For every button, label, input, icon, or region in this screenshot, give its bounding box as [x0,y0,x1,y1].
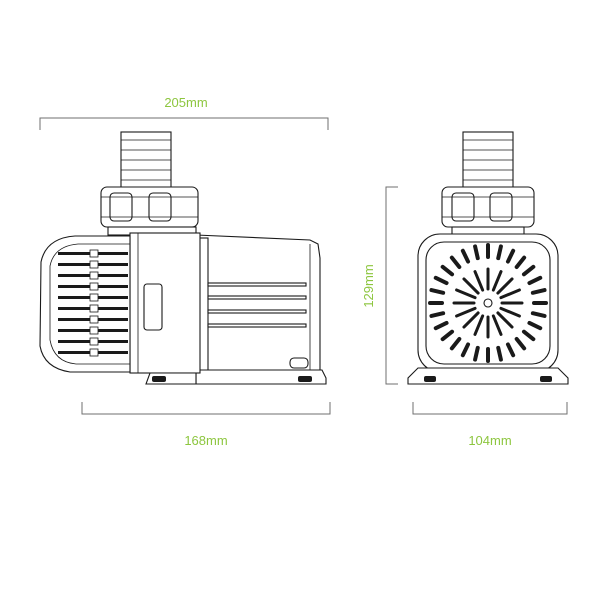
front-outer-slot [530,288,547,295]
side-center-block [129,232,201,385]
side-hose-barb [120,131,172,189]
front-outer-slot [521,329,536,342]
front-base [407,367,569,385]
front-outer-slot [449,336,462,351]
front-inner-slot [473,270,485,292]
front-inner-slot [499,306,521,318]
front-outer-slot [505,342,516,358]
side-intake-tab [89,315,99,324]
body-length-dimension-line [81,402,331,415]
side-intake-tab [89,337,99,346]
overall-length-dimension-line [39,117,329,130]
front-union-nut [441,186,535,228]
front-inner-slot [455,288,477,300]
front-inner-slot [473,314,485,336]
front-outer-slot [527,320,543,331]
body-length-label: 168mm [184,433,227,448]
front-inner-slot [491,270,503,292]
front-outer-slot [473,345,480,362]
front-hose-barb [462,131,514,189]
front-outer-slot [440,264,455,277]
width-label: 104mm [468,433,511,448]
front-outer-slot [530,311,547,318]
side-intake-tab [89,293,99,302]
front-outer-slot [505,248,516,264]
front-outer-slot [449,255,462,270]
front-inner-slot [491,314,503,336]
side-intake-tab [89,282,99,291]
side-intake-cage [39,235,131,373]
front-outer-slot [433,275,449,286]
front-inner-slot [462,311,480,329]
pump-front-view [407,131,569,385]
front-outer-slot [440,329,455,342]
side-intake-tab [89,348,99,357]
front-inner-slot [455,306,477,318]
side-intake-tab [89,304,99,313]
front-outer-slot [460,248,471,264]
front-outer-slot [433,320,449,331]
front-inner-slot [499,288,521,300]
front-intake-body [417,233,559,373]
front-inner-slot [462,277,480,295]
front-inner-slot [496,277,514,295]
width-dimension-line [412,402,568,415]
pump-side-view [39,131,327,385]
side-union-nut [100,186,199,228]
side-motor-housing [195,234,321,373]
front-inner-slot [496,311,514,329]
dimension-lines [39,117,568,415]
front-outer-slot [429,311,446,318]
side-intake-tab [89,326,99,335]
side-intake-tab [89,260,99,269]
front-outer-slot [496,345,503,362]
front-outer-slot [496,244,503,261]
front-outer-slot [473,244,480,261]
front-outer-slot [514,255,527,270]
height-label: 129mm [361,264,376,307]
side-intake-tab [89,249,99,258]
overall-length-label: 205mm [164,95,207,110]
front-outer-slot [514,336,527,351]
front-outer-slot [521,264,536,277]
side-intake-tab [89,271,99,280]
front-outer-slot [460,342,471,358]
front-outer-slot [429,288,446,295]
front-outer-slot [527,275,543,286]
height-dimension-line [385,186,398,385]
